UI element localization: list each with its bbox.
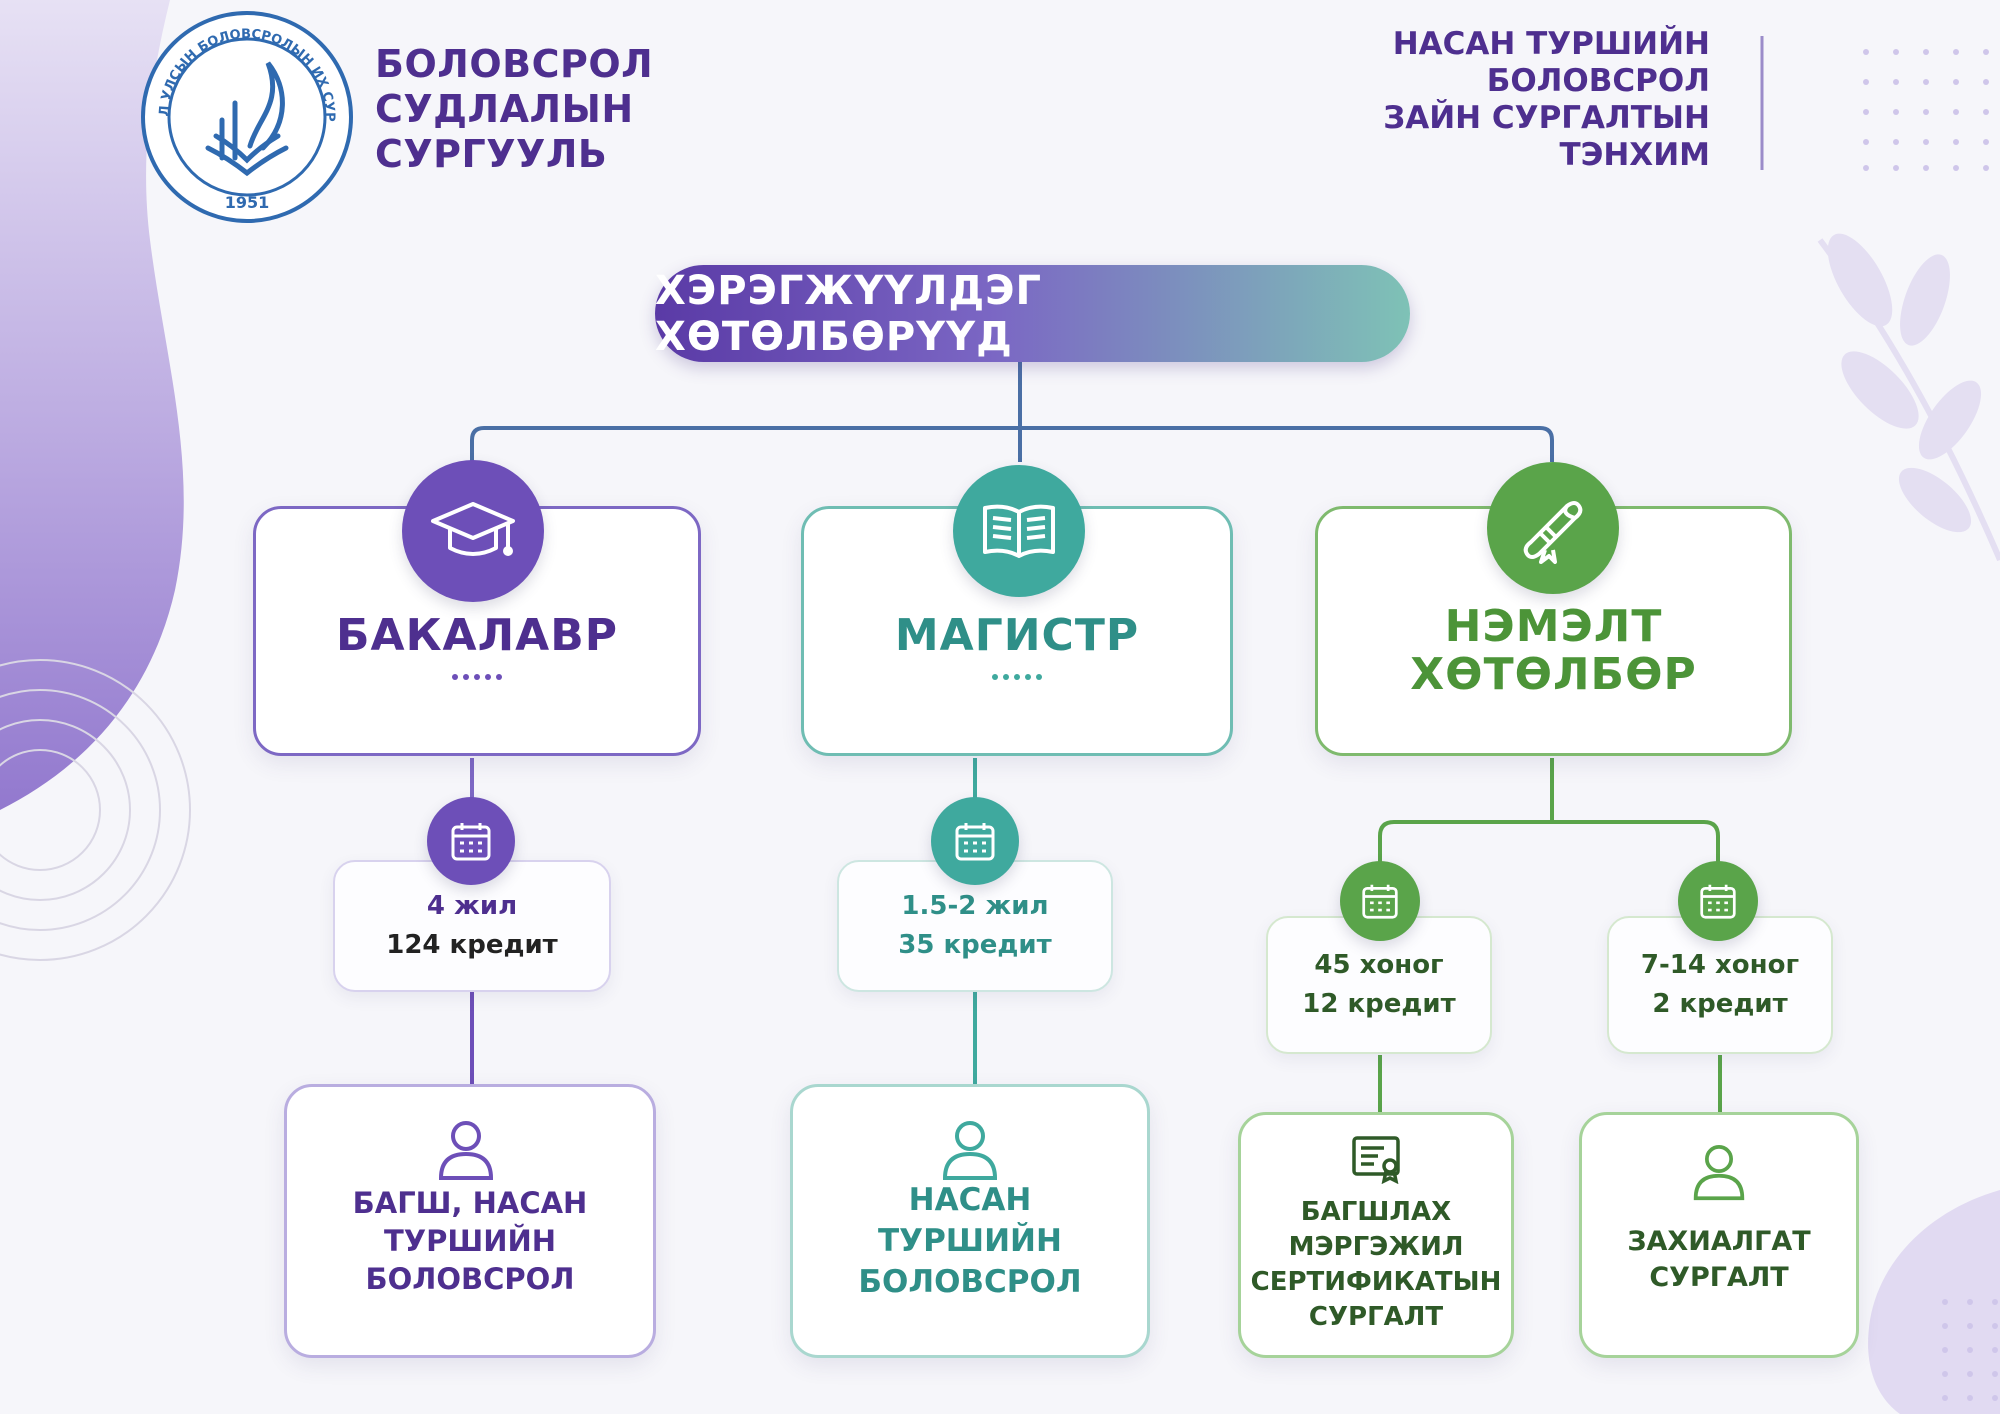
master-title: МАГИСТР <box>894 610 1140 661</box>
master-audience-card: НАСАН ТУРШИЙН БОЛОВСРОЛ <box>790 1084 1150 1358</box>
certificate-icon <box>1352 1136 1400 1184</box>
branch-2-credits: 2 кредит <box>1652 989 1788 1019</box>
dot-grid-top-right <box>1863 49 1989 171</box>
university-logo: МОНГОЛ УЛСЫН БОЛОВСРОЛЫН ИХ СУРГУУЛЬ 195… <box>138 8 353 223</box>
bachelor-dots <box>452 674 502 680</box>
branch-1-audience: БАГШЛАХ МЭРГЭЖИЛ СЕРТИФИКАТЫН СУРГАЛТ <box>1250 1197 1502 1332</box>
master-credits: 35 кредит <box>898 930 1052 960</box>
department-name: НАСАН ТУРШИЙН БОЛОВСРОЛ ЗАЙН СУРГАЛТЫН Т… <box>1383 26 1710 173</box>
bachelor-audience: БАГШ, НАСАН ТУРШИЙН БОЛОВСРОЛ <box>352 1186 588 1296</box>
banner-title: ХЭРЭГЖҮҮЛДЭГ ХӨТӨЛБӨРҮҮД <box>655 265 1410 362</box>
graduation-cap-icon <box>402 460 544 602</box>
dot-grid-bottom-right <box>1942 1299 1998 1401</box>
master-dots <box>992 674 1042 680</box>
bachelor-audience-card: БАГШ, НАСАН ТУРШИЙН БОЛОВСРОЛ <box>284 1084 656 1358</box>
book-flame-icon <box>205 61 289 177</box>
branch-1-duration: 45 хоног <box>1314 950 1444 980</box>
calendar-icon <box>1340 861 1420 941</box>
open-book-icon <box>953 465 1085 597</box>
decorative-rings <box>0 659 191 961</box>
master-duration: 1.5-2 жил <box>901 891 1049 921</box>
person-icon <box>1693 1145 1745 1201</box>
branch-1-credits: 12 кредит <box>1302 989 1456 1019</box>
additional-branch-2-info: 7-14 хоног 2 кредит <box>1607 916 1833 1054</box>
additional-title: НЭМЭЛТ ХӨТӨЛБӨР <box>1410 601 1697 700</box>
bottom-right-blob <box>1868 1190 2000 1414</box>
school-name: БОЛОВСРОЛ СУДЛАЛЫН СУРГУУЛЬ <box>375 42 654 176</box>
person-icon <box>942 1121 998 1180</box>
bachelor-title: БАКАЛАВР <box>336 610 618 661</box>
diploma-scroll-icon <box>1487 462 1619 594</box>
calendar-icon <box>1678 861 1758 941</box>
bachelor-credits: 124 кредит <box>386 930 558 960</box>
additional-branch-2-audience-card: ЗАХИАЛГАТ СУРГАЛТ <box>1579 1112 1859 1358</box>
person-icon <box>438 1121 494 1180</box>
logo-year: 1951 <box>225 193 270 212</box>
master-audience: НАСАН ТУРШИЙН БОЛОВСРОЛ <box>858 1181 1082 1300</box>
branch-2-duration: 7-14 хоног <box>1640 950 1800 980</box>
additional-branch-1-audience-card: БАГШЛАХ МЭРГЭЖИЛ СЕРТИФИКАТЫН СУРГАЛТ <box>1238 1112 1514 1358</box>
left-purple-blob <box>0 0 184 810</box>
calendar-icon <box>427 797 515 885</box>
calendar-icon <box>931 797 1019 885</box>
branch-2-audience: ЗАХИАЛГАТ СУРГАЛТ <box>1627 1226 1811 1293</box>
leaf-decoration <box>1817 233 2000 562</box>
bachelor-duration: 4 жил <box>426 891 518 921</box>
